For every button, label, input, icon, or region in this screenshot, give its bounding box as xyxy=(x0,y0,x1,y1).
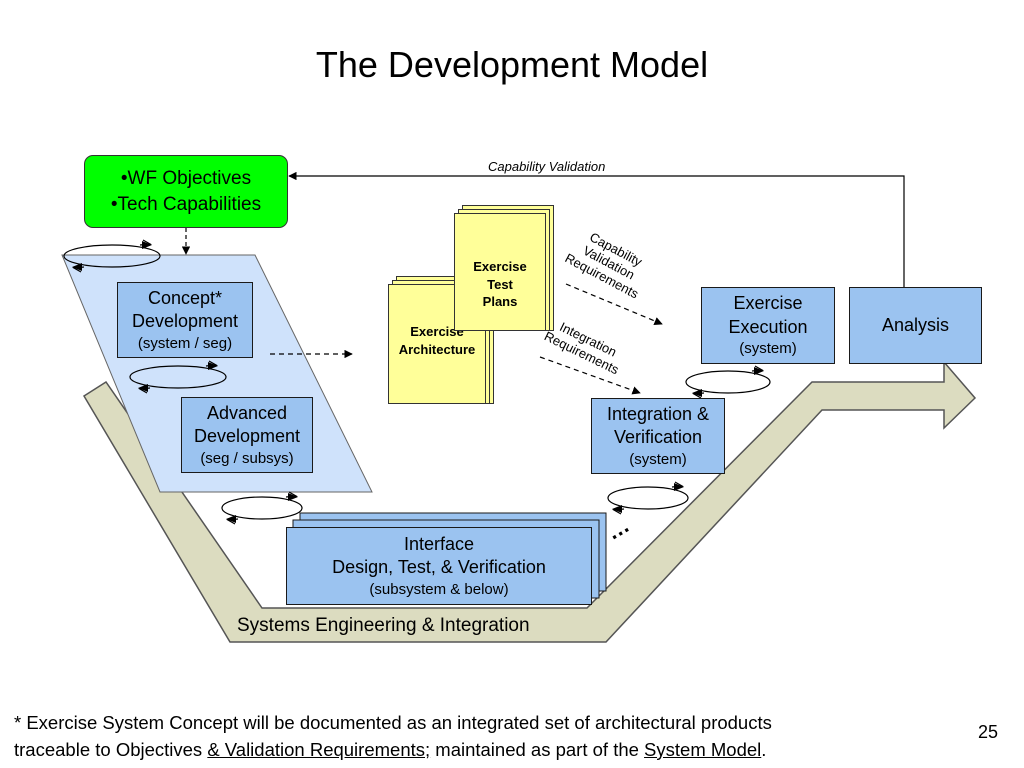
interface-box: Interface Design, Test, & Verification (… xyxy=(286,527,592,605)
capability-validation-arrow xyxy=(288,171,905,287)
integration-line2: Verification xyxy=(613,427,703,448)
interface-line2: Design, Test, & Verification xyxy=(332,557,546,578)
integration-line1: Integration & xyxy=(606,403,710,424)
page-title: The Development Model xyxy=(315,44,709,85)
exercise-test-plans-label: Exercise Test Plans xyxy=(473,259,527,310)
execution-line2: Execution xyxy=(728,316,808,337)
concept-development-box: Concept* Development (system / seg) xyxy=(117,282,253,358)
advanced-sub: (seg / subsys) xyxy=(200,449,294,467)
execution-line1: Exercise xyxy=(733,293,803,314)
systems-engineering-label: Systems Engineering & Integration xyxy=(237,615,530,636)
footnote: * Exercise System Concept will be docume… xyxy=(14,712,772,760)
analysis-box: Analysis xyxy=(849,287,982,364)
integration-verification-box: Integration & Verification (system) xyxy=(591,398,725,474)
advanced-development-box: Advanced Development (seg / subsys) xyxy=(181,397,313,473)
exercise-execution-box: Exercise Execution (system) xyxy=(701,287,835,364)
system-model-link[interactable]: System Model xyxy=(644,738,762,760)
capability-validation-label: Capability Validation xyxy=(488,159,606,174)
advanced-line1: Advanced xyxy=(206,402,288,423)
advanced-line2: Development xyxy=(193,426,301,447)
concept-line1: Concept* xyxy=(147,287,223,308)
analysis-label: Analysis xyxy=(881,314,950,335)
concept-line2: Development xyxy=(131,311,239,332)
v-band xyxy=(82,359,977,643)
interface-sub: (subsystem & below) xyxy=(369,580,509,598)
page-number: 25 xyxy=(977,722,998,742)
objective-wf: •WF Objectives xyxy=(120,167,252,189)
exercise-test-plans-doc xyxy=(454,213,546,331)
objectives-box: •WF Objectives •Tech Capabilities xyxy=(84,155,288,228)
objective-tech: •Tech Capabilities xyxy=(110,193,262,215)
integration-sub: (system) xyxy=(629,450,687,468)
execution-sub: (system) xyxy=(739,340,797,358)
concept-sub: (system / seg) xyxy=(137,334,233,352)
interface-line1: Interface xyxy=(403,533,475,554)
exercise-architecture-label: Exercise Architecture xyxy=(398,324,476,357)
validation-requirements-link[interactable]: & Validation Requirements; xyxy=(207,738,431,760)
